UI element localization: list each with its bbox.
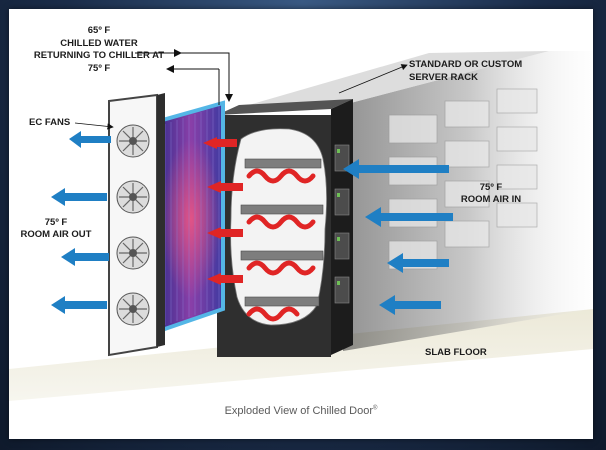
server-rack <box>217 99 353 357</box>
chilled-water-line1: CHILLED WATER <box>60 38 138 49</box>
heat-transfer-arrows <box>203 137 243 285</box>
server-rack-row <box>221 51 593 351</box>
rack-label-line2: SERVER RACK <box>409 72 478 83</box>
caption: Exploded View of Chilled Door® <box>9 405 593 427</box>
ec-fans-label: EC FANS <box>29 117 70 128</box>
air-out-arrows <box>51 131 111 314</box>
leader-lines <box>74 64 408 130</box>
chilled-water-temp: 65º F <box>88 25 111 36</box>
slab-floor-label: SLAB FLOOR <box>425 347 487 358</box>
room-air-out-temp: 75º F <box>45 217 68 228</box>
room-air-in-label: ROOM AIR IN <box>461 194 521 205</box>
chilled-water-lines <box>135 49 233 105</box>
chilled-water-return-temp: 75º F <box>88 63 111 74</box>
caption-text: Exploded View of Chilled Door <box>224 405 373 417</box>
caption-registered-mark: ® <box>372 405 378 412</box>
ec-fans-panel <box>108 93 165 357</box>
chilled-door-coil <box>157 100 225 334</box>
heat-waves <box>246 168 316 322</box>
room-air-out-label: ROOM AIR OUT <box>21 229 92 240</box>
rack-label-line1: STANDARD OR CUSTOM <box>409 59 522 70</box>
labels: 65º F CHILLED WATER RETURNING TO CHILLER… <box>21 25 523 358</box>
room-air-in-temp: 75º F <box>480 182 503 193</box>
chilled-door-diagram: 65º F CHILLED WATER RETURNING TO CHILLER… <box>9 25 593 401</box>
air-in-arrows <box>343 159 453 315</box>
image-panel: 65º F CHILLED WATER RETURNING TO CHILLER… <box>9 9 593 439</box>
chilled-water-line2: RETURNING TO CHILLER AT <box>34 50 164 61</box>
